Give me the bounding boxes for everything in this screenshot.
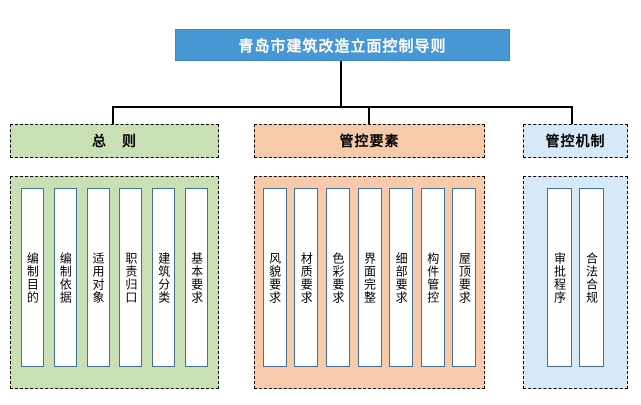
item-bar: 材质要求 bbox=[294, 188, 319, 367]
item-bar: 审批程序 bbox=[547, 188, 572, 367]
connector-stem bbox=[340, 61, 342, 107]
item-bar: 细部要求 bbox=[389, 188, 414, 367]
item-bar: 职责归口 bbox=[119, 188, 143, 367]
branch-header-elements-label: 管控要素 bbox=[339, 133, 400, 149]
connector-drop-elements bbox=[368, 106, 370, 125]
branch-header-elements: 管控要素 bbox=[254, 124, 485, 158]
item-bar: 界面完整 bbox=[357, 188, 382, 367]
connector-horizontal bbox=[112, 106, 573, 108]
item-bar: 风貌要求 bbox=[262, 188, 287, 367]
item-bar: 色彩要求 bbox=[325, 188, 350, 367]
branch-header-mechanism: 管控机制 bbox=[523, 124, 628, 158]
item-bar: 屋顶要求 bbox=[452, 188, 477, 367]
root-title-node: 青岛市建筑改造立面控制导则 bbox=[175, 29, 510, 61]
connector-drop-mechanism bbox=[571, 106, 573, 125]
item-bar: 适用对象 bbox=[86, 188, 110, 367]
root-title-label: 青岛市建筑改造立面控制导则 bbox=[238, 37, 447, 55]
item-bar: 基本要求 bbox=[185, 188, 209, 367]
branch-header-mechanism-label: 管控机制 bbox=[545, 133, 606, 149]
item-bar: 合法合规 bbox=[579, 188, 604, 367]
item-bar: 编制依据 bbox=[53, 188, 77, 367]
branch-header-general-label: 总 则 bbox=[92, 133, 137, 149]
item-bar: 编制目的 bbox=[20, 188, 44, 367]
item-bar: 建筑分类 bbox=[152, 188, 176, 367]
branch-header-general: 总 则 bbox=[10, 124, 219, 158]
connector-drop-general bbox=[112, 106, 114, 125]
branch-body-elements: 风貌要求 材质要求 色彩要求 界面完整 细部要求 构件管控 屋顶要求 bbox=[254, 176, 485, 389]
item-bar: 构件管控 bbox=[420, 188, 445, 367]
branch-body-mechanism: 审批程序 合法合规 bbox=[523, 176, 628, 389]
branch-body-general: 编制目的 编制依据 适用对象 职责归口 建筑分类 基本要求 bbox=[10, 176, 219, 389]
